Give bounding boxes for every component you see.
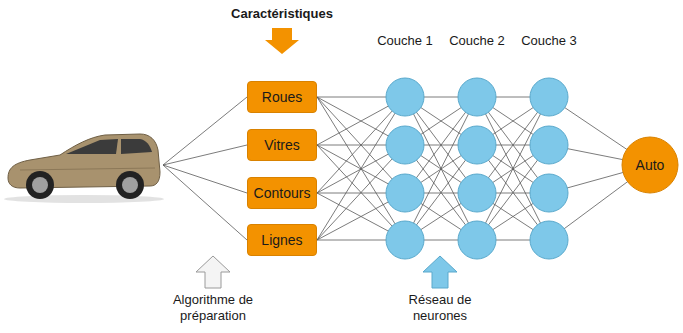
- up-arrow: [196, 256, 230, 288]
- car-wheel: [26, 171, 54, 199]
- network-link: [477, 97, 549, 240]
- network-link: [477, 97, 549, 240]
- network-link: [317, 97, 405, 240]
- car-wheel: [116, 171, 144, 199]
- neuron: [458, 126, 496, 164]
- car-window: [121, 139, 152, 154]
- feature-box: Contours: [247, 177, 317, 209]
- neuron: [458, 174, 496, 212]
- network-link: [405, 97, 477, 240]
- node-text: Vitres: [264, 137, 300, 153]
- caption-label: Algorithme de préparation: [157, 292, 269, 324]
- neuron: [386, 174, 424, 212]
- neuron: [386, 221, 424, 259]
- neuron: [530, 221, 568, 259]
- node-text: Lignes: [261, 232, 302, 248]
- car-rim: [32, 177, 48, 193]
- neuron: [386, 78, 424, 116]
- neuron: [458, 221, 496, 259]
- output-circle: Auto: [621, 136, 679, 194]
- car-window: [66, 139, 118, 154]
- neuron: [386, 126, 424, 164]
- feature-box: Vitres: [247, 129, 317, 161]
- node-text: Roues: [262, 89, 302, 105]
- down-arrow: [265, 28, 299, 54]
- neuron: [530, 174, 568, 212]
- layer-label: Couche 2: [449, 33, 505, 49]
- feature-box: Roues: [247, 81, 317, 113]
- network-link: [163, 165, 247, 240]
- caption-label: Réseau de neurones: [392, 292, 488, 324]
- layer-label: Couche 1: [377, 33, 433, 49]
- circle-shape: [622, 137, 678, 193]
- network-link: [317, 97, 405, 240]
- node-text: Auto: [636, 157, 665, 173]
- feature-box: Lignes: [247, 224, 317, 256]
- feature-heading: Caractéristiques: [231, 6, 333, 22]
- neuron: [530, 126, 568, 164]
- network-link: [163, 97, 247, 165]
- layer-label: Couche 3: [521, 33, 577, 49]
- node-text: Contours: [254, 185, 311, 201]
- up-arrow: [423, 256, 457, 288]
- neuron: [458, 78, 496, 116]
- neuron: [530, 78, 568, 116]
- car-rim: [122, 177, 138, 193]
- car-shadow: [4, 195, 164, 203]
- network-link: [163, 165, 247, 193]
- car-trim: [20, 168, 155, 170]
- network-link: [163, 145, 247, 165]
- network-link: [405, 97, 477, 240]
